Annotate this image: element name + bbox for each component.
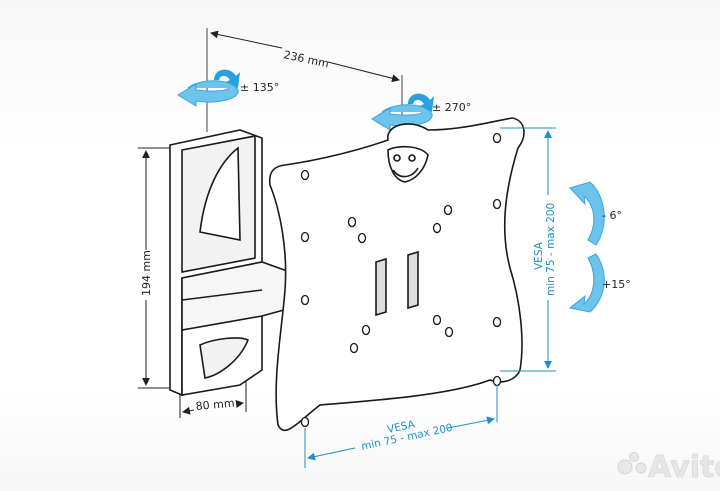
avito-watermark: Avito [617,450,720,485]
vesa-vertical-dimension: VESA min 75 - max 200 [500,127,557,372]
mounting-holes [300,132,502,428]
bracket-width-label: 80 mm [195,397,235,413]
wall-bracket [169,129,321,397]
vesa-plate [268,117,525,432]
tilt-up-arrow-icon [569,181,605,246]
watermark-text: Avito [648,450,720,485]
tilt-down-arrow-icon [568,253,605,313]
bracket-height-dimension: 194 mm [138,147,172,389]
tilt-down-label: +15° [602,278,631,291]
tilt-up-label: - 6° [602,209,622,222]
wall-swivel-label: ± 135° [240,81,279,94]
vesa-vertical-range: min 75 - max 200 [545,203,557,296]
plate-swivel-label: ± 270° [432,101,471,114]
vesa-horizontal-title: VESA [386,418,417,436]
vesa-vertical-title: VESA [533,241,545,270]
bracket-height-label: 194 mm [140,250,153,296]
arm-length-label: 236 mm [282,48,330,70]
wall-swivel-arrow-icon [177,69,240,107]
